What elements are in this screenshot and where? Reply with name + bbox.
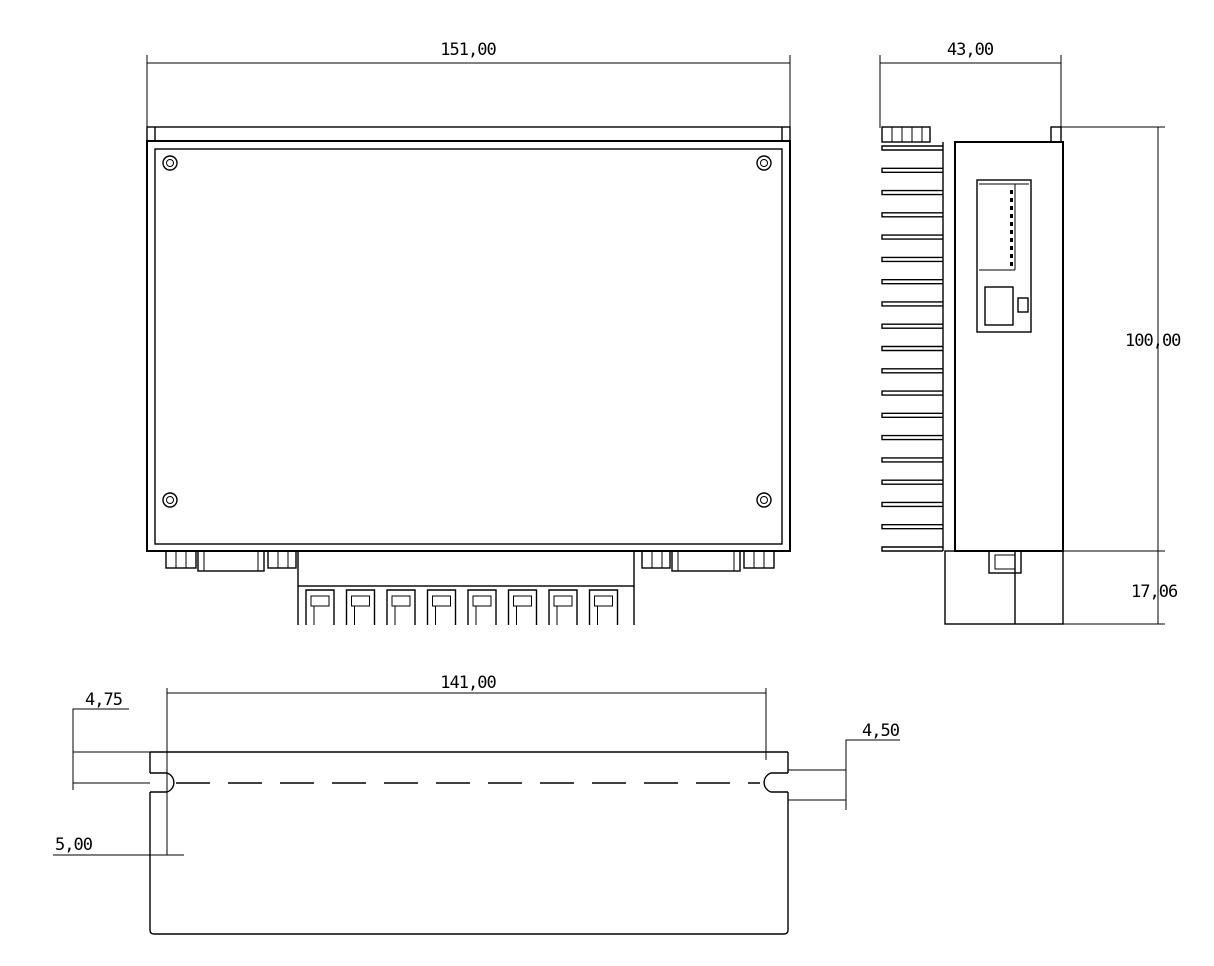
terminal-clamp <box>386 589 416 625</box>
screw-icon <box>162 155 178 171</box>
terminal-clamp <box>467 589 497 625</box>
heatsink-fin <box>881 390 943 396</box>
front-view: 151,00 <box>146 40 791 625</box>
screw-icon <box>756 492 772 508</box>
dimension-slot-left: 4,75 <box>72 690 150 790</box>
dip-switch-dot <box>1010 246 1013 250</box>
heatsink-fin <box>881 167 943 173</box>
heatsink-fin <box>881 434 943 441</box>
terminal-clamp <box>548 589 578 625</box>
screw-icon <box>756 155 772 171</box>
terminal-clamp <box>345 589 376 625</box>
mounting-slot-right <box>763 772 788 793</box>
housing-body <box>146 140 791 552</box>
dip-switch-dot <box>1010 206 1013 210</box>
corner-screws <box>162 155 772 508</box>
heatsink-fin <box>881 479 943 485</box>
dip-switch-lever <box>984 286 1014 326</box>
mounting-slot-left <box>150 772 175 793</box>
heatsink-fin <box>881 501 943 508</box>
mounting-view: 141,00 4,75 4,50 5,00 <box>53 673 901 935</box>
dsub-connector-right <box>671 550 741 572</box>
side-housing <box>954 141 1064 552</box>
heatsink-fins <box>881 145 943 552</box>
terminal-clamp <box>588 589 619 625</box>
base-plate-outline <box>149 751 789 935</box>
top-flange <box>146 126 791 142</box>
dip-switch-dot <box>1010 262 1013 266</box>
heatsink-fin <box>881 412 943 419</box>
heatsink-fin <box>881 189 943 196</box>
heatsink-fin <box>881 323 943 329</box>
dim-label-slot-right: 4,50 <box>862 721 900 741</box>
heatsink-fin <box>881 368 943 374</box>
dim-label-slot-vertical: 5,00 <box>55 835 93 855</box>
dim-label-mount-spacing: 141,00 <box>440 673 496 693</box>
terminal-block <box>297 550 635 625</box>
dimension-side-height: 100,00 17,06 <box>1061 126 1182 625</box>
dimension-side-depth: 43,00 <box>879 40 1062 128</box>
front-cover-panel <box>154 148 783 545</box>
side-view: 43,00 100,00 <box>879 40 1182 625</box>
heatsink-fin <box>881 457 943 463</box>
terminal-clamp <box>426 589 457 625</box>
dim-label-front-width: 151,00 <box>440 40 496 60</box>
dip-switch-dot <box>1010 190 1013 194</box>
terminal-clamp <box>305 589 335 625</box>
dimension-mount-spacing: 141,00 <box>166 673 767 855</box>
heatsink-fin <box>881 145 943 151</box>
heatsink-fin <box>881 256 943 263</box>
heatsink-fin <box>881 212 943 218</box>
dip-switch-dot <box>1010 222 1013 226</box>
dim-label-side-height: 100,00 <box>1125 331 1181 351</box>
heatsink-fin <box>881 345 943 352</box>
dimension-slot-right: 4,50 <box>788 721 901 810</box>
dimension-slot-vertical: 5,00 <box>53 835 184 856</box>
dip-switch <box>976 179 1032 333</box>
heatsink-fin <box>881 546 943 552</box>
screw-icon <box>162 492 178 508</box>
heatsink-fin <box>881 524 943 530</box>
dim-label-terminal-height: 17,06 <box>1131 582 1178 602</box>
terminal-clamp <box>507 589 538 625</box>
side-terminal-block <box>944 550 1064 625</box>
dim-label-slot-left: 4,75 <box>85 690 122 710</box>
dip-switch-dot <box>1010 238 1013 242</box>
bottom-connectors <box>165 550 775 572</box>
dip-switch-dot <box>1010 198 1013 202</box>
dimension-front-width: 151,00 <box>146 40 791 128</box>
dsub-connector-left <box>197 550 265 572</box>
dip-switch-dot <box>1010 214 1013 218</box>
dip-switch-dot <box>1010 230 1013 234</box>
dip-switch-dot <box>1010 254 1013 258</box>
dim-label-side-depth: 43,00 <box>947 40 994 60</box>
heatsink-fin <box>881 301 943 307</box>
heatsink-fin <box>881 278 943 285</box>
heatsink-fin <box>881 234 943 240</box>
